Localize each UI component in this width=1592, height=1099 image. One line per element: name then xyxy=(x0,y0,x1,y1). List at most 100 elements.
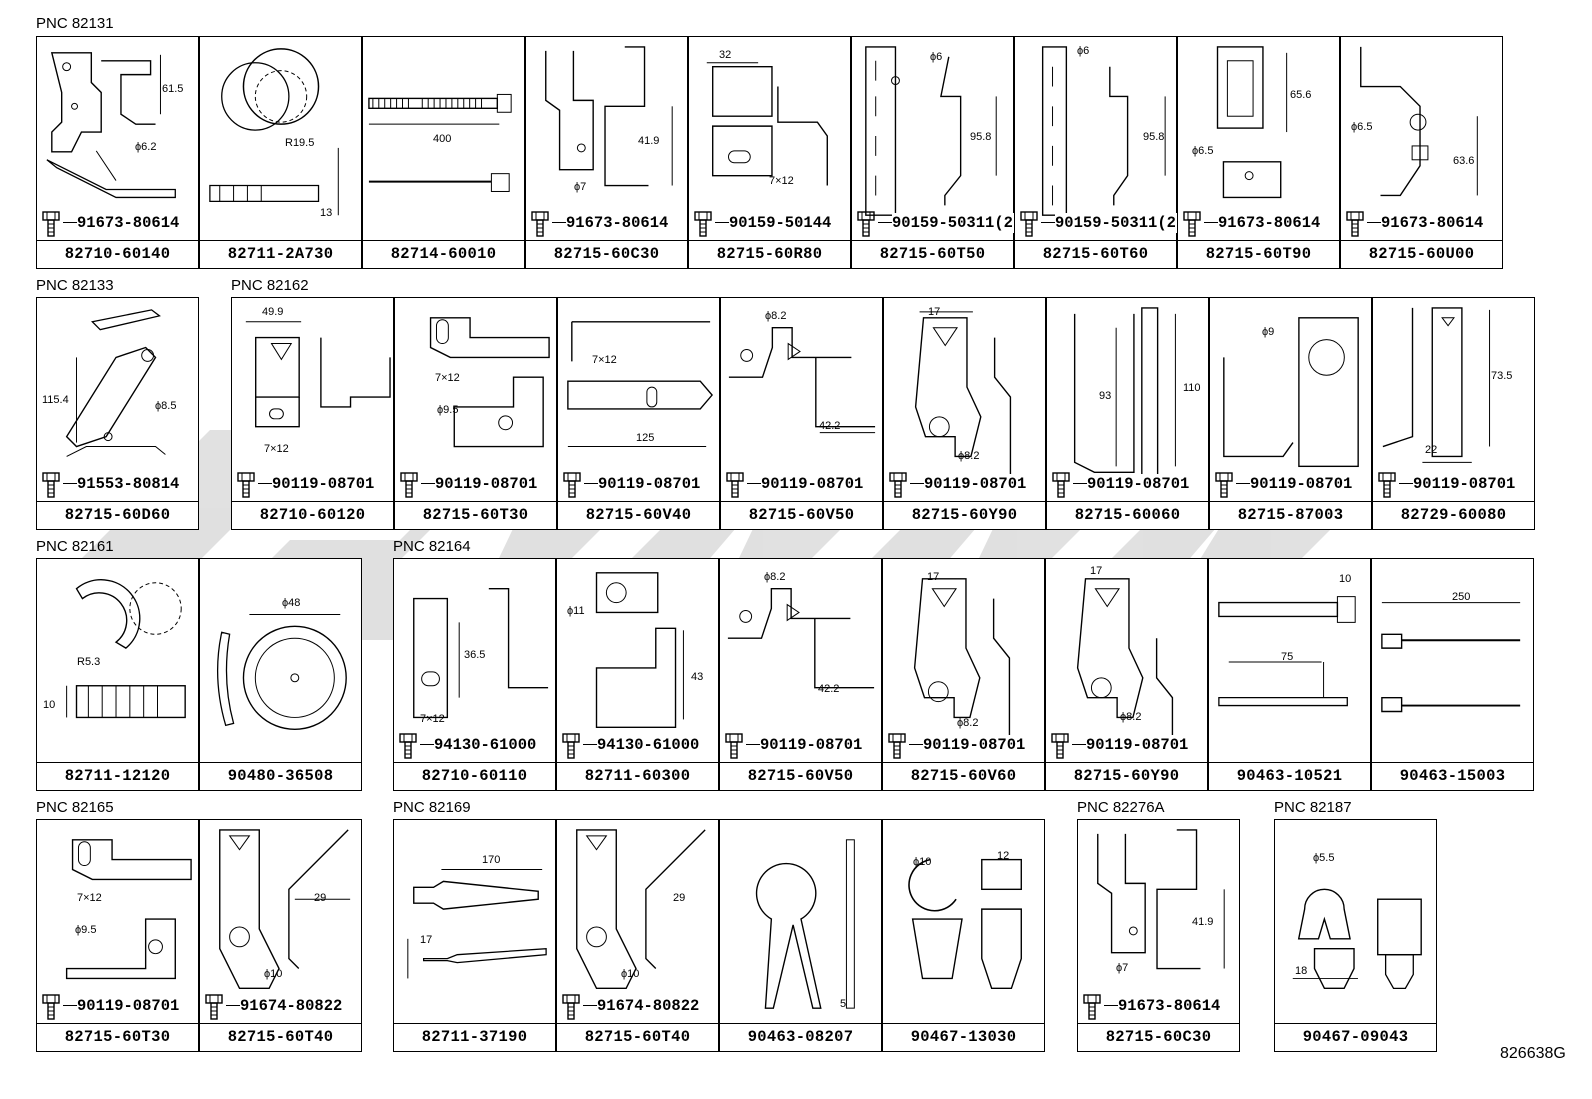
dimension-label: 29 xyxy=(673,892,686,904)
bolt-part-number: 91553-80814 xyxy=(77,474,180,494)
bolt-callout: 90159-50311(2) xyxy=(854,208,1023,238)
part-drawing xyxy=(1372,559,1533,762)
dimension-label: ϕ9 xyxy=(1262,326,1275,338)
part-drawing xyxy=(557,820,718,1023)
bolt-callout: 91673-80614 xyxy=(39,208,196,238)
part-number: 82715-60T30 xyxy=(395,501,556,529)
part-drawing xyxy=(394,820,555,1023)
bolt-part-number: 91674-80822 xyxy=(597,996,700,1016)
dimension-label: ϕ6.5 xyxy=(1192,145,1214,157)
part-cell: ϕ11 43 94130-61000 82711-60300 xyxy=(556,558,719,791)
part-drawing xyxy=(200,37,361,240)
dimension-label: 95.8 xyxy=(1143,131,1165,143)
part-number: 82711-2A730 xyxy=(200,240,361,268)
part-number: 82711-60300 xyxy=(557,762,718,790)
dimension-label: 75 xyxy=(1281,651,1294,663)
leader-line xyxy=(909,744,923,746)
part-drawing xyxy=(395,298,556,501)
part-drawing xyxy=(721,298,882,501)
dimension-label: 10 xyxy=(43,699,56,711)
dimension-label: 22 xyxy=(1425,444,1438,456)
part-drawing xyxy=(883,559,1044,762)
part-number: 82714-60010 xyxy=(363,240,524,268)
bolt-callout: 90119-08701 xyxy=(39,991,196,1021)
part-number: 82715-60060 xyxy=(1047,501,1208,529)
dimension-label: ϕ6 xyxy=(930,51,943,63)
bolt-part-number: 94130-61000 xyxy=(597,735,700,755)
part-number: 82715-60T60 xyxy=(1015,240,1176,268)
dimension-label: 7×12 xyxy=(435,372,460,384)
dimension-label: 73.5 xyxy=(1491,370,1513,382)
bolt-part-number: 90119-08701 xyxy=(435,474,538,494)
part-number: 90463-08207 xyxy=(720,1023,881,1051)
dimension-label: 41.9 xyxy=(1192,916,1214,928)
part-drawing xyxy=(557,559,718,762)
part-number: 90480-36508 xyxy=(200,762,361,790)
part-drawing xyxy=(200,820,361,1023)
part-drawing xyxy=(1178,37,1339,240)
dimension-label: ϕ7 xyxy=(574,181,587,193)
dimension-label: ϕ6 xyxy=(1077,45,1090,57)
dimension-label: 7×12 xyxy=(264,443,289,455)
bolt-part-number: 91673-80614 xyxy=(77,213,180,233)
part-number: 82715-60C30 xyxy=(526,240,687,268)
part-number: 82715-60C30 xyxy=(1078,1023,1239,1051)
part-drawing xyxy=(1046,559,1207,762)
dimension-label: ϕ9.5 xyxy=(437,404,459,416)
dimension-label: 110 xyxy=(1183,382,1201,394)
bolt-part-number: 91673-80614 xyxy=(1218,213,1321,233)
bolt-part-number: 90119-08701 xyxy=(77,996,180,1016)
dimension-label: 250 xyxy=(1452,591,1471,603)
leader-line xyxy=(1104,1005,1118,1007)
leader-line xyxy=(715,222,729,224)
bolt-callout: 94130-61000 xyxy=(559,730,716,760)
part-number: 82710-60140 xyxy=(37,240,198,268)
part-number: 82711-37190 xyxy=(394,1023,555,1051)
dimension-label: 13 xyxy=(320,207,333,219)
part-drawing xyxy=(1078,820,1239,1023)
dimension-label: 17 xyxy=(928,306,941,318)
leader-line xyxy=(1073,483,1087,485)
dimension-label: ϕ11 xyxy=(567,605,585,617)
dimension-label: ϕ8.2 xyxy=(764,571,786,583)
pnc-label: PNC 82164 xyxy=(393,538,471,555)
bolt-callout: 91674-80822 xyxy=(559,991,716,1021)
pnc-label: PNC 82161 xyxy=(36,538,114,555)
part-number: 82715-60Y90 xyxy=(884,501,1045,529)
part-drawing xyxy=(1210,298,1371,501)
part-drawing xyxy=(1209,559,1370,762)
bolt-callout: 90119-08701 xyxy=(234,469,391,499)
leader-line xyxy=(258,483,272,485)
dimension-label: ϕ48 xyxy=(282,597,301,609)
bolt-part-number: 90119-08701 xyxy=(923,735,1026,755)
leader-line xyxy=(226,1005,240,1007)
pnc-label: PNC 82169 xyxy=(393,799,471,816)
part-number: 90467-09043 xyxy=(1275,1023,1436,1051)
dimension-label: 43 xyxy=(691,671,704,683)
bolt-callout: 90119-08701 xyxy=(1375,469,1532,499)
bolt-callout: 90119-08701 xyxy=(1212,469,1369,499)
bolt-part-number: 90119-08701 xyxy=(924,474,1027,494)
part-drawing xyxy=(1275,820,1436,1023)
bolt-part-number: 90119-08701 xyxy=(272,474,375,494)
dimension-label: 5 xyxy=(840,998,847,1010)
bolt-callout: 90119-08701 xyxy=(722,730,879,760)
bolt-callout: 91673-80614 xyxy=(528,208,685,238)
part-drawing xyxy=(720,559,881,762)
dimension-label: 49.9 xyxy=(262,306,284,318)
part-number: 82715-60T50 xyxy=(852,240,1013,268)
bolt-callout: 90119-08701 xyxy=(397,469,554,499)
dimension-label: ϕ9.5 xyxy=(75,924,97,936)
